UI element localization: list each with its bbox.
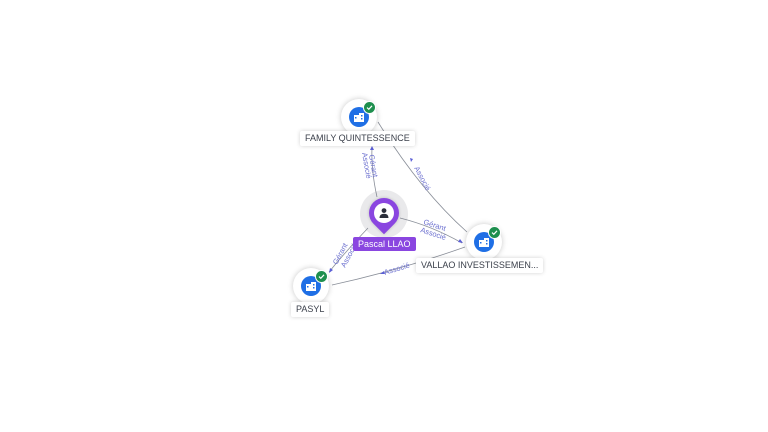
person-label: Pascal LLAO [353, 237, 416, 251]
company-label: PASYL [291, 302, 330, 317]
user-icon [379, 208, 389, 218]
edge-arrow [370, 146, 374, 150]
edge-label-associe: Associé [383, 261, 411, 277]
edge-label-associe: Associé [412, 165, 432, 192]
edge-pascal-pasyl [328, 227, 369, 273]
verified-check-icon [488, 226, 501, 239]
edge-label-gerant: Gérant [367, 154, 380, 179]
verified-check-icon [363, 101, 376, 114]
company-node-vallao[interactable] [466, 224, 502, 260]
company-label: FAMILY QUINTESSENCE [300, 131, 415, 146]
company-label: VALLAO INVESTISSEMEN... [416, 258, 544, 273]
edge-vallao-pasyl [331, 246, 466, 286]
edge-arrow [458, 239, 463, 243]
company-node-family-quintessence[interactable] [341, 99, 377, 135]
verified-check-icon [315, 270, 328, 283]
edge-arrow [380, 271, 385, 274]
edge-arrow [410, 158, 413, 162]
edge-pascal-vallao [399, 217, 463, 244]
edge-pascal-family [371, 146, 378, 198]
edge-arrow [329, 268, 333, 273]
company-node-pasyl[interactable] [293, 268, 329, 304]
edge-label-associe: Associé [360, 152, 373, 179]
